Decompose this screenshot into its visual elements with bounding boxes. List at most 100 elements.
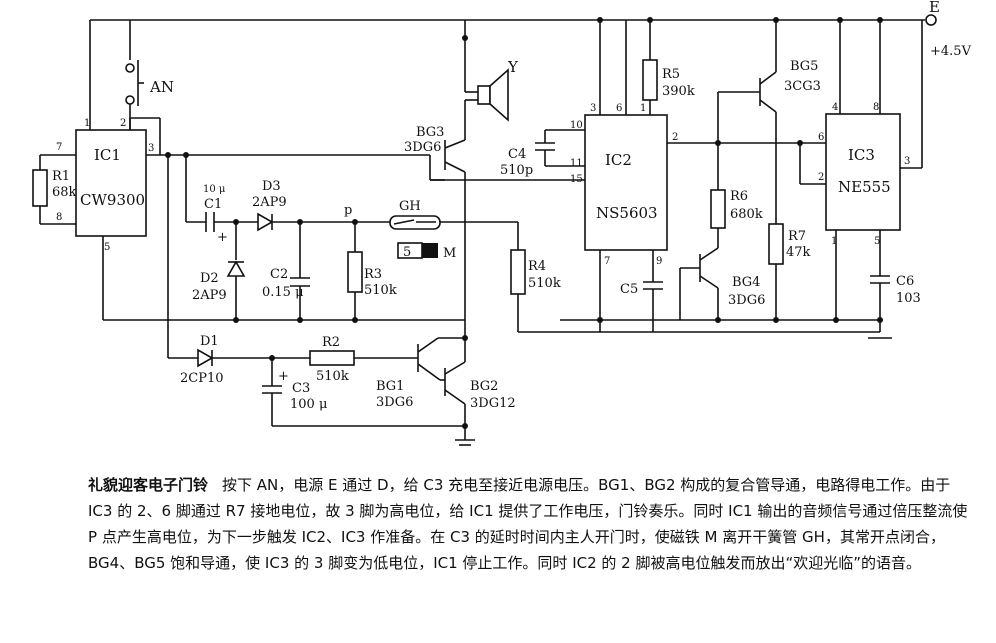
r7-value: 47k [786, 245, 811, 260]
d2-name: D2 [200, 271, 219, 286]
ic1-pin-5: 5 [104, 242, 110, 253]
caption-body: 按下 AN，电源 E 通过 D，给 C3 充电至接近电源电压。BG1、BG2 构… [88, 476, 968, 572]
diode-icon [257, 212, 274, 232]
diode-icon [226, 260, 246, 277]
c1-value: 10 μ [203, 184, 226, 195]
c1: 10 μ C1 + [186, 184, 258, 245]
switch-label: AN [149, 78, 174, 96]
r4: R4 510k [510, 222, 561, 332]
r3-value: 510k [364, 283, 397, 298]
ic1-body [75, 129, 147, 237]
r5-value: 390k [662, 84, 695, 99]
switch-an: AN [125, 20, 174, 130]
reed-switch-gh: GH [389, 199, 518, 230]
ic2-pin-2: 2 [672, 132, 678, 143]
c3-value: 100 μ [290, 397, 327, 412]
ic3-pin-2: 2 [818, 172, 824, 183]
diode-icon [197, 348, 214, 368]
r2: R2 510k [309, 335, 418, 384]
bg2: BG2 3DG12 [440, 338, 516, 446]
speaker-name: Y [507, 58, 519, 76]
magnet-mark: 5 [403, 245, 411, 260]
ic1-pin-8: 8 [56, 212, 62, 223]
d1-part: 2CP10 [180, 371, 224, 386]
bg5-name: BG5 [790, 59, 818, 74]
r3: p R3 510k [300, 203, 397, 320]
r1: R1 68k [32, 154, 77, 225]
ic3-pin-4: 4 [832, 102, 838, 113]
ic2-pin-3: 3 [590, 103, 596, 114]
ic3-body [825, 113, 901, 231]
r6: R6 680k [710, 189, 763, 248]
ic2-name: IC2 [605, 151, 632, 169]
ic1-pin-7: 7 [56, 142, 62, 153]
ic2-body [584, 114, 668, 251]
ic3-name: IC3 [848, 146, 875, 164]
d2: D2 2AP9 [192, 219, 246, 320]
power-voltage-label: +4.5V [930, 44, 972, 59]
c4-name: C4 [508, 147, 526, 162]
c3-name: C3 [292, 381, 310, 396]
r7-name: R7 [788, 229, 806, 244]
r6-name: R6 [730, 189, 748, 204]
speaker-y: Y [462, 20, 519, 140]
node-p-label: p [344, 203, 352, 218]
c1-plus: + [217, 230, 228, 245]
bg2-name: BG2 [470, 379, 498, 394]
power-terminal-icon [925, 14, 937, 26]
magnet-m: 5 M [397, 242, 456, 261]
ic1-pin-1: 1 [84, 118, 90, 129]
circuit-schematic: E +4.5V AN IC1 CW9300 1 2 3 5 7 8 R1 [32, 0, 972, 446]
r3-name: R3 [364, 267, 382, 282]
ic2-part: NS5603 [596, 204, 658, 222]
d3-name: D3 [262, 179, 281, 194]
bg5-part: 3CG3 [784, 79, 821, 94]
ic3: IC3 NE555 4 8 6 2 3 1 5 [818, 102, 910, 247]
r1-value: 68k [52, 185, 77, 200]
bg2-part: 3DG12 [470, 396, 516, 411]
ic2-pin-15: 15 [570, 174, 583, 185]
r2-name: R2 [322, 335, 340, 350]
d3-part: 2AP9 [252, 195, 287, 210]
ic2-pin-6: 6 [616, 103, 622, 114]
ic2-pin-10: 10 [570, 120, 583, 131]
c4: C4 510p [500, 129, 585, 178]
bg1-part: 3DG6 [376, 395, 413, 410]
bg4: BG4 3DG6 [679, 247, 765, 320]
magnet-name: M [443, 246, 456, 261]
ic1: IC1 CW9300 1 2 3 5 7 8 [56, 117, 161, 253]
c6: C6 103 [870, 274, 921, 320]
r1-name: R1 [52, 169, 70, 184]
r5-name: R5 [662, 67, 680, 82]
ic3-pin-8: 8 [873, 102, 879, 113]
c5-name: C5 [620, 282, 638, 297]
ic3-pin-6: 6 [818, 132, 824, 143]
r4-value: 510k [528, 276, 561, 291]
ic1-pin-3: 3 [148, 143, 154, 154]
c6-value: 103 [896, 291, 921, 306]
bg3: BG3 3DG6 [404, 125, 466, 320]
r4-name: R4 [528, 259, 546, 274]
d1-name: D1 [200, 334, 219, 349]
d1: D1 2CP10 [180, 334, 310, 386]
ic2-pin-9: 9 [656, 256, 662, 267]
ic3-pin-5: 5 [874, 236, 880, 247]
d2-part: 2AP9 [192, 288, 227, 303]
caption: 礼貌迎客电子门铃按下 AN，电源 E 通过 D，给 C3 充电至接近电源电压。B… [88, 472, 968, 576]
bg4-name: BG4 [732, 275, 760, 290]
ic3-pin-1: 1 [831, 236, 837, 247]
c2-value: 0.15 μ [262, 285, 304, 300]
ic2-pin-11: 11 [570, 158, 583, 169]
d3: D3 2AP9 [252, 179, 300, 232]
ic2-pin-1: 1 [640, 103, 646, 114]
ic2-pin-7: 7 [604, 256, 610, 267]
caption-title: 礼貌迎客电子门铃 [88, 476, 209, 494]
c2-name: C2 [270, 267, 288, 282]
bg1: BG1 3DG6 [376, 337, 465, 410]
ic2: IC2 NS5603 3 6 1 10 11 15 2 7 9 [570, 103, 678, 267]
power-node-label: E [929, 0, 940, 16]
r2-value: 510k [316, 369, 349, 384]
bg1-name: BG1 [376, 379, 404, 394]
r5: R5 390k [642, 59, 695, 115]
reed-name: GH [399, 199, 421, 214]
